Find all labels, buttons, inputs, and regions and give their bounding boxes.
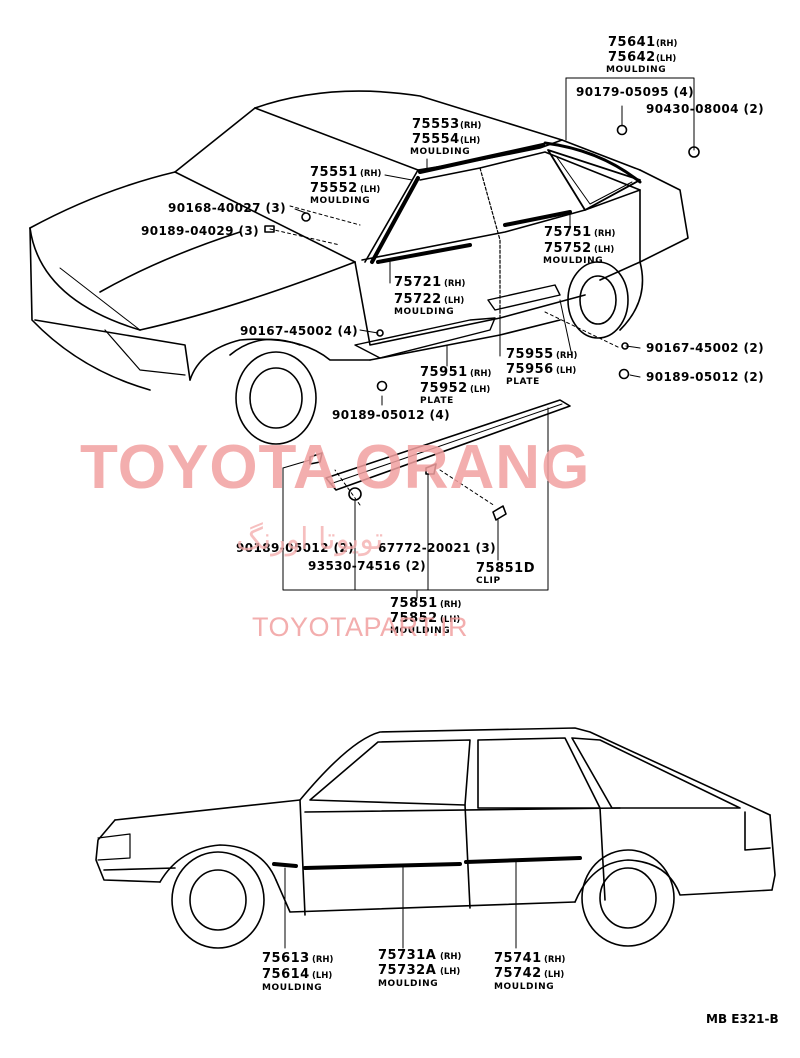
watermark-url: TOYOTAPART.IR (252, 612, 469, 642)
label-75551-moulding: MOULDING (310, 196, 370, 206)
label-75851-side: (RH) (440, 600, 462, 610)
label-75751-moulding: MOULDING (543, 256, 603, 266)
label-75955-side: (RH) (556, 351, 578, 361)
label-75721-moulding: MOULDING (394, 307, 454, 317)
label-67772: 67772-20021 (3) (378, 541, 496, 555)
label-75852: 75852 (390, 611, 438, 626)
watermark-persian: تویوتا اورنگ (236, 522, 384, 557)
label-75952-side: (LH) (470, 385, 490, 395)
label-75613: 75613 (262, 951, 310, 966)
label-90189-05012-2: 90189-05012 (2) (236, 541, 354, 555)
label-75642: 75642 (608, 50, 656, 65)
label-90189-05012-4: 90189-05012 (4) (332, 408, 450, 422)
label-75731a: 75731A (378, 948, 436, 963)
label-75952: 75952 (420, 381, 468, 396)
label-90167-4: 90167-45002 (4) (240, 324, 358, 338)
label-75553-side: (RH) (460, 121, 482, 131)
label-75955: 75955 (506, 347, 554, 362)
watermark-brand: TOYOTA ORANG (80, 433, 591, 502)
label-75613-moulding: MOULDING (262, 983, 322, 993)
label-75951-plate: PLATE (420, 396, 454, 406)
label-90430: 90430-08004 (2) (646, 102, 764, 116)
label-75852-side: (LH) (440, 615, 460, 625)
label-75641-side: (RH) (656, 39, 678, 49)
label-75553: 75553 (412, 117, 460, 132)
car-three-quarter-view (29, 90, 700, 445)
exploded-rocker-moulding (282, 399, 571, 599)
label-75751: 75751 (544, 225, 592, 240)
label-90168: 90168-40027 (3) (168, 201, 286, 215)
drawing-code: MB E321-B (706, 1012, 779, 1026)
label-75731a-moulding: MOULDING (378, 979, 438, 989)
label-75551-side: (RH) (360, 169, 382, 179)
label-75731a-side: (RH) (440, 952, 462, 962)
label-75722: 75722 (394, 292, 442, 307)
label-93530: 93530-74516 (2) (308, 559, 426, 573)
label-90167-2: 90167-45002 (2) (646, 341, 764, 355)
label-75554: 75554 (412, 132, 460, 147)
label-75951-side: (RH) (470, 369, 492, 379)
part-labels: 75641 (RH) 75642 (LH) MOULDING 90179-050… (141, 35, 764, 993)
label-90189-05012-right: 90189-05012 (2) (646, 370, 764, 384)
label-75752: 75752 (544, 241, 592, 256)
label-75742-side: (LH) (544, 970, 564, 980)
label-75614-side: (LH) (312, 971, 332, 981)
label-75721-side: (RH) (444, 279, 466, 289)
label-75751-side: (RH) (594, 229, 616, 239)
label-clip: CLIP (476, 576, 501, 586)
label-75851d: 75851D (476, 561, 535, 576)
label-90179: 90179-05095 (4) (576, 85, 694, 99)
car-side-view (95, 727, 776, 949)
label-75742: 75742 (494, 966, 542, 981)
label-75614: 75614 (262, 967, 310, 982)
label-75956: 75956 (506, 362, 554, 377)
label-75552-side: (LH) (360, 185, 380, 195)
label-75851: 75851 (390, 596, 438, 611)
label-75956-side: (LH) (556, 366, 576, 376)
label-75951: 75951 (420, 365, 468, 380)
label-75641: 75641 (608, 35, 656, 50)
label-75552: 75552 (310, 181, 358, 196)
label-75741: 75741 (494, 951, 542, 966)
label-75955-plate: PLATE (506, 377, 540, 387)
label-75551: 75551 (310, 165, 358, 180)
label-75613-side: (RH) (312, 955, 334, 965)
label-75741-moulding: MOULDING (494, 982, 554, 992)
label-75851-moulding: MOULDING (390, 626, 450, 636)
label-75553-moulding: MOULDING (410, 147, 470, 157)
label-90189-04029: 90189-04029 (3) (141, 224, 259, 238)
label-75721: 75721 (394, 275, 442, 290)
label-roof-moulding: MOULDING (606, 65, 666, 75)
label-75732a: 75732A (378, 963, 436, 978)
label-75741-side: (RH) (544, 955, 566, 965)
label-75642-side: (LH) (656, 54, 676, 64)
label-75752-side: (LH) (594, 245, 614, 255)
label-75554-side: (LH) (460, 136, 480, 146)
label-75732a-side: (LH) (440, 967, 460, 977)
label-75722-side: (LH) (444, 296, 464, 306)
leader-lines-top (269, 77, 695, 406)
